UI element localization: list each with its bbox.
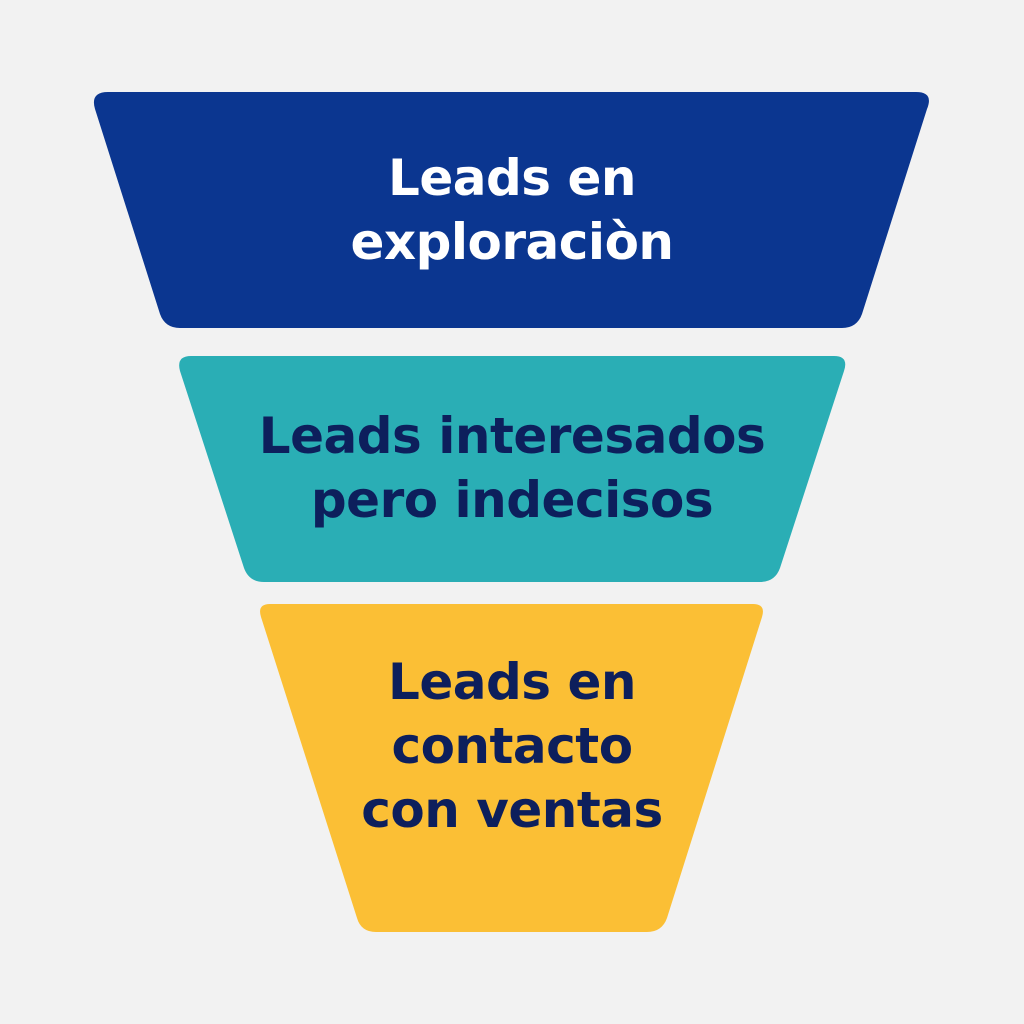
- stage-label-interested: Leads interesados pero indecisos: [0, 404, 1024, 532]
- stage-label-line: Leads en: [388, 149, 636, 207]
- stage-label-line: Leads en: [388, 653, 636, 711]
- stage-label-line: pero indecisos: [310, 471, 714, 529]
- stage-label-exploration: Leads en exploraciòn: [0, 146, 1024, 274]
- stage-shape-interested: [179, 356, 846, 582]
- stage-label-line: con ventas: [361, 781, 663, 839]
- stage-label-line: exploraciòn: [350, 213, 674, 271]
- stage-shape-sales-contact: [260, 604, 763, 932]
- stage-label-sales-contact: Leads en contacto con ventas: [0, 650, 1024, 842]
- stage-label-line: Leads interesados: [258, 407, 766, 465]
- stage-shape-exploration: [93, 92, 929, 328]
- stage-label-line: contacto: [391, 717, 633, 775]
